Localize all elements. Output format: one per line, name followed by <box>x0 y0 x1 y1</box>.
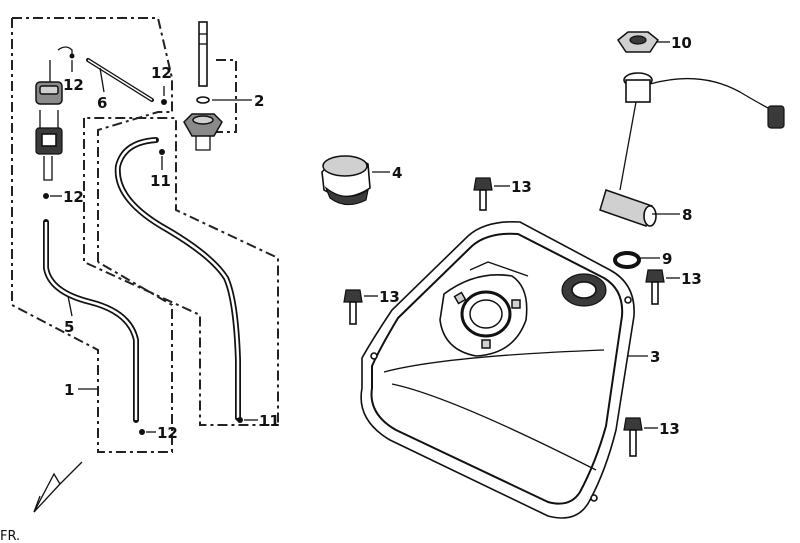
callout-12: 12 <box>63 76 84 94</box>
group-outline-2 <box>216 59 237 133</box>
part-5-hose <box>43 219 139 423</box>
part-13-bolt <box>645 269 665 305</box>
part-13-bolt <box>473 177 493 211</box>
callout-12: 12 <box>157 424 178 442</box>
callout-5: 5 <box>64 318 74 336</box>
clip-marker <box>43 193 49 199</box>
callout-8: 8 <box>682 206 692 224</box>
part-8-sender <box>599 72 785 227</box>
group-outline-1 <box>11 17 173 453</box>
clip-marker <box>69 53 75 59</box>
callout-9: 9 <box>662 250 672 268</box>
part-fuel-filter <box>35 46 73 181</box>
callout-4: 4 <box>392 164 402 182</box>
part-3-fuel-tank <box>360 220 635 519</box>
callout-13: 13 <box>511 178 532 196</box>
callout-10: 10 <box>671 34 692 52</box>
callout-1: 1 <box>64 381 74 399</box>
direction-label: FR. <box>0 529 20 543</box>
callout-3: 3 <box>650 348 660 366</box>
callout-6: 6 <box>97 94 107 112</box>
callout-11: 11 <box>150 172 171 190</box>
callout-11: 11 <box>259 412 280 430</box>
callout-13: 13 <box>379 288 400 306</box>
clip-marker <box>159 149 165 155</box>
callout-12: 12 <box>63 188 84 206</box>
part-6-rod <box>86 58 154 102</box>
callout-12: 12 <box>151 64 172 82</box>
forward-direction-arrow: FR. <box>0 461 83 543</box>
part-11-hose <box>114 137 241 421</box>
clip-marker <box>139 429 145 435</box>
part-4-cap <box>321 155 371 206</box>
leader-lines <box>50 41 680 433</box>
callout-2: 2 <box>254 92 264 110</box>
callout-labels: 12 6 12 2 11 12 5 1 12 11 4 13 13 10 8 9… <box>63 34 702 442</box>
group-outline-11 <box>83 117 279 426</box>
part-13-bolt <box>623 417 643 457</box>
clip-marker <box>237 417 243 423</box>
part-9-gasket <box>613 251 641 269</box>
part-2-valve <box>183 21 223 151</box>
part-13-bolt <box>343 289 363 325</box>
callout-13: 13 <box>659 420 680 438</box>
part-10-nut <box>616 31 660 53</box>
callout-13: 13 <box>681 270 702 288</box>
clip-marker <box>161 99 167 105</box>
